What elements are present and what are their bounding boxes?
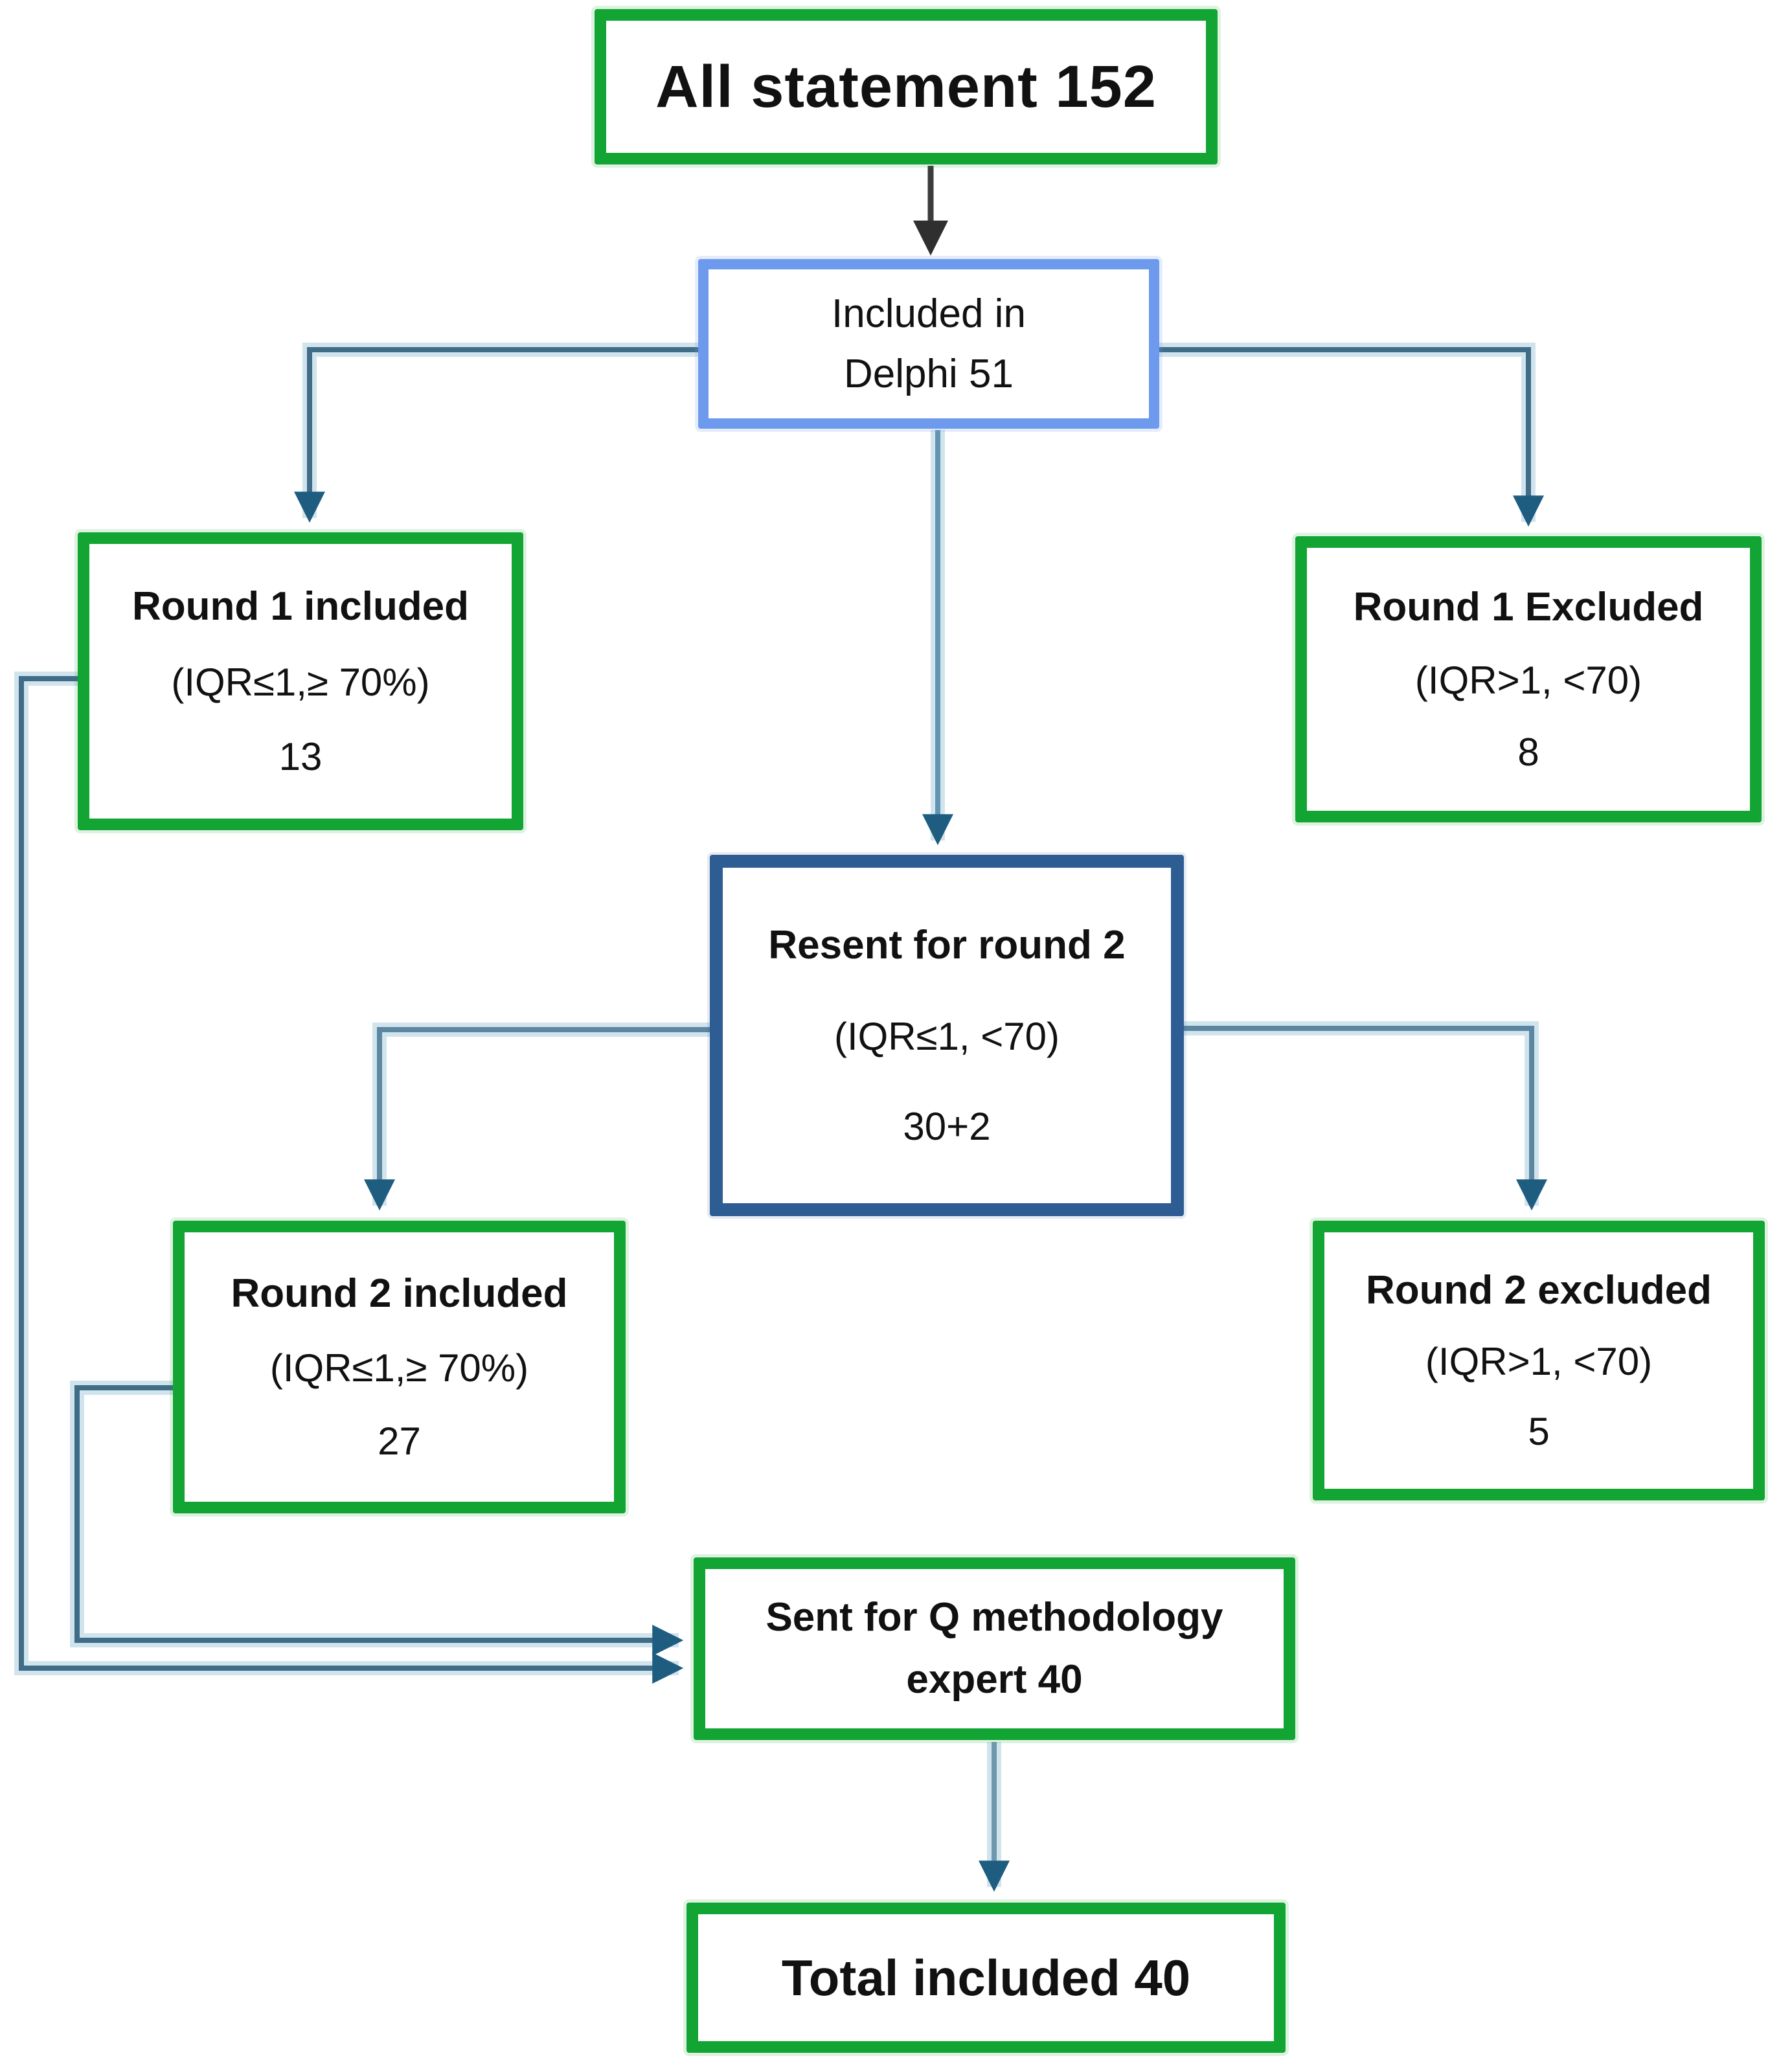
node-all-statements-label: All statement 152 (655, 53, 1157, 120)
node-included-in-delphi-line2: Delphi 51 (844, 352, 1014, 396)
node-resent-round2: Resent for round 2 (IQR≤1, <70) 30+2 (710, 855, 1184, 1216)
edge-delphi-to-round1-included (294, 347, 698, 523)
node-round2-excluded-count: 5 (1528, 1410, 1550, 1454)
node-round1-excluded-title: Round 1 Excluded (1353, 585, 1704, 630)
node-round2-excluded-criteria: (IQR>1, <70) (1425, 1339, 1653, 1383)
node-round1-included: Round 1 included (IQR≤1,≥ 70%) 13 (78, 532, 523, 830)
node-round2-included-title: Round 2 included (231, 1271, 568, 1316)
node-round1-included-criteria: (IQR≤1,≥ 70%) (171, 660, 430, 704)
node-round2-excluded-title: Round 2 excluded (1366, 1267, 1712, 1313)
node-round1-excluded: Round 1 Excluded (IQR>1, <70) 8 (1295, 536, 1762, 822)
node-total-included: Total included 40 (686, 1903, 1286, 2053)
node-included-in-delphi: Included in Delphi 51 (698, 259, 1159, 429)
node-round1-excluded-count: 8 (1517, 730, 1539, 774)
edge-round2-included-to-q (74, 1385, 684, 1656)
node-round2-included: Round 2 included (IQR≤1,≥ 70%) 27 (173, 1221, 626, 1513)
node-resent-round2-title: Resent for round 2 (768, 923, 1126, 968)
node-round2-included-criteria: (IQR≤1,≥ 70%) (269, 1346, 529, 1390)
node-round2-included-count: 27 (378, 1419, 421, 1464)
edge-round1-included-to-q (19, 676, 684, 1684)
node-round1-included-title: Round 1 included (131, 583, 470, 629)
node-resent-round2-criteria: (IQR≤1, <70) (834, 1014, 1060, 1058)
node-included-in-delphi-line1: Included in (832, 291, 1026, 336)
edge-delphi-to-round1-excluded (1159, 347, 1544, 527)
node-all-statements: All statement 152 (595, 9, 1218, 164)
node-round1-excluded-criteria: (IQR>1, <70) (1414, 658, 1642, 702)
edge-resent-to-round2-excluded (1184, 1026, 1547, 1211)
node-resent-round2-count: 30+2 (903, 1104, 991, 1148)
edge-resent-to-round2-included (364, 1027, 710, 1211)
node-q-methodology-line2: expert 40 (906, 1657, 1083, 1702)
node-round1-included-count: 13 (278, 735, 323, 779)
node-total-included-label: Total included 40 (781, 1949, 1191, 2006)
node-round2-excluded: Round 2 excluded (IQR>1, <70) 5 (1313, 1221, 1765, 1500)
node-q-methodology-line1: Sent for Q methodology (766, 1594, 1223, 1640)
node-q-methodology: Sent for Q methodology expert 40 (694, 1557, 1295, 1740)
